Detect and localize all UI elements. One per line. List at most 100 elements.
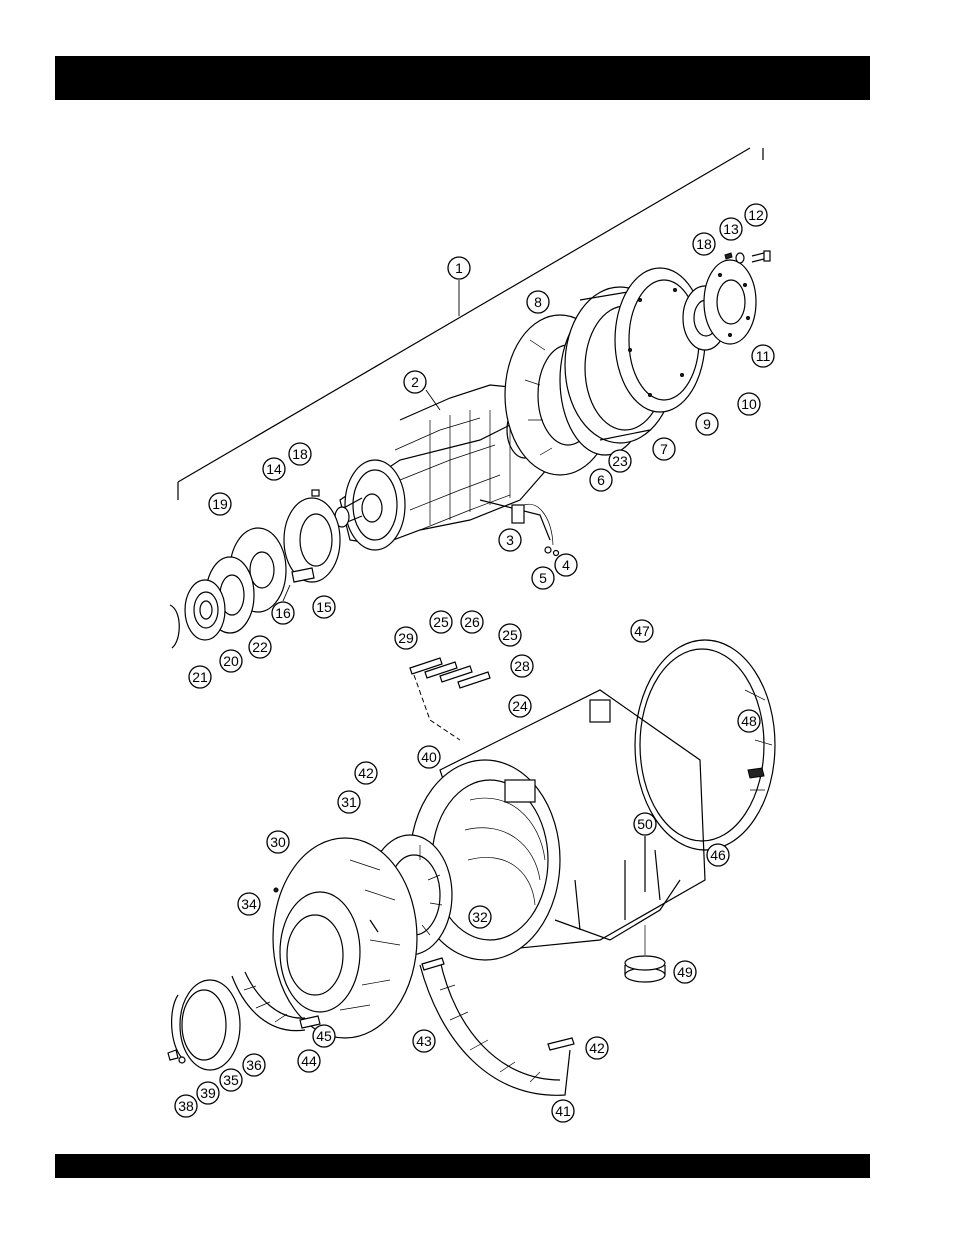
- callout-11: 11: [752, 345, 774, 367]
- callout-number: 50: [637, 816, 653, 832]
- callout-number: 13: [723, 221, 739, 237]
- callout-20: 20: [220, 650, 242, 672]
- callout-29: 29: [395, 627, 417, 649]
- callout-28: 28: [511, 655, 533, 677]
- callout-22: 22: [249, 636, 271, 658]
- callout-26: 26: [461, 611, 483, 633]
- callout-23: 23: [609, 450, 631, 472]
- callout-25: 25: [430, 611, 452, 633]
- callout-40: 40: [418, 746, 440, 768]
- callout-16: 16: [272, 602, 294, 624]
- callout-7: 7: [653, 438, 675, 460]
- callout-number: 35: [223, 1072, 239, 1088]
- callout-8: 8: [527, 291, 549, 313]
- callout-9: 9: [696, 413, 718, 435]
- callout-number: 34: [241, 896, 257, 912]
- callout-number: 10: [741, 396, 757, 412]
- callout-number: 19: [212, 496, 228, 512]
- callout-24: 24: [509, 695, 531, 717]
- callout-43: 43: [413, 1030, 435, 1052]
- callout-number: 29: [398, 630, 414, 646]
- callout-number: 23: [612, 453, 628, 469]
- callout-number: 36: [246, 1057, 262, 1073]
- callout-49: 49: [674, 961, 696, 983]
- callout-number: 16: [275, 605, 291, 621]
- callout-number: 6: [597, 472, 605, 488]
- callout-number: 39: [200, 1085, 216, 1101]
- callout-number: 7: [660, 441, 668, 457]
- callout-number: 41: [555, 1103, 571, 1119]
- callout-19: 19: [209, 493, 231, 515]
- callout-number: 46: [710, 847, 726, 863]
- callout-38: 38: [175, 1095, 197, 1117]
- callout-39: 39: [197, 1082, 219, 1104]
- callout-12: 12: [745, 204, 767, 226]
- callout-number: 22: [252, 639, 268, 655]
- callout-3: 3: [499, 529, 521, 551]
- callout-4: 4: [555, 554, 577, 576]
- callout-42: 42: [586, 1037, 608, 1059]
- callout-number: 11: [756, 348, 771, 364]
- callout-number: 20: [223, 653, 239, 669]
- callout-number: 12: [748, 207, 764, 223]
- callout-number: 25: [502, 627, 518, 643]
- callout-41: 41: [552, 1100, 574, 1122]
- callout-number: 43: [416, 1033, 432, 1049]
- callout-13: 13: [720, 218, 742, 240]
- callout-46: 46: [707, 844, 729, 866]
- callout-number: 2: [411, 374, 419, 390]
- callout-number: 4: [562, 557, 570, 573]
- callout-number: 21: [192, 669, 208, 685]
- callout-18: 18: [693, 233, 715, 255]
- callout-number: 49: [677, 964, 693, 980]
- stator-frame: [410, 690, 705, 960]
- callout-number: 8: [534, 294, 542, 310]
- callout-number: 31: [341, 794, 357, 810]
- callout-number: 14: [266, 461, 282, 477]
- callout-21: 21: [189, 666, 211, 688]
- callout-5: 5: [532, 567, 554, 589]
- bearing-end-parts: [170, 490, 340, 648]
- callout-36: 36: [243, 1054, 265, 1076]
- callout-number: 42: [358, 765, 374, 781]
- callout-48: 48: [738, 710, 760, 732]
- callout-15: 15: [313, 596, 335, 618]
- callout-25: 25: [499, 624, 521, 646]
- callout-number: 15: [316, 599, 332, 615]
- shims: [410, 658, 490, 740]
- callout-18: 18: [289, 443, 311, 465]
- callout-6: 6: [590, 469, 612, 491]
- callout-50: 50: [634, 813, 656, 835]
- callout-number: 42: [589, 1040, 605, 1056]
- callout-number: 28: [514, 658, 530, 674]
- plate-11: [704, 260, 756, 344]
- callout-31: 31: [338, 791, 360, 813]
- callout-number: 3: [506, 532, 514, 548]
- callout-10: 10: [738, 393, 760, 415]
- callout-number: 5: [539, 570, 547, 586]
- callout-number: 44: [301, 1053, 317, 1069]
- callout-number: 18: [292, 446, 308, 462]
- callout-47: 47: [631, 620, 653, 642]
- callout-45: 45: [313, 1025, 335, 1047]
- callout-number: 18: [696, 236, 712, 252]
- callout-number: 47: [634, 623, 650, 639]
- callout-42: 42: [355, 762, 377, 784]
- callout-number: 48: [741, 713, 757, 729]
- callout-44: 44: [298, 1050, 320, 1072]
- callout-32: 32: [469, 906, 491, 928]
- callout-number: 1: [455, 260, 463, 276]
- callout-number: 30: [270, 834, 286, 850]
- band-43-41: [420, 958, 574, 1095]
- callout-number: 38: [178, 1098, 194, 1114]
- callout-34: 34: [238, 893, 260, 915]
- callout-number: 40: [421, 749, 437, 765]
- bearing-cap: [168, 980, 240, 1070]
- callout-2: 2: [404, 371, 426, 393]
- callout-number: 45: [316, 1028, 332, 1044]
- callout-1: 1: [448, 257, 470, 279]
- callout-number: 25: [433, 614, 449, 630]
- callout-14: 14: [263, 458, 285, 480]
- callout-35: 35: [220, 1069, 242, 1091]
